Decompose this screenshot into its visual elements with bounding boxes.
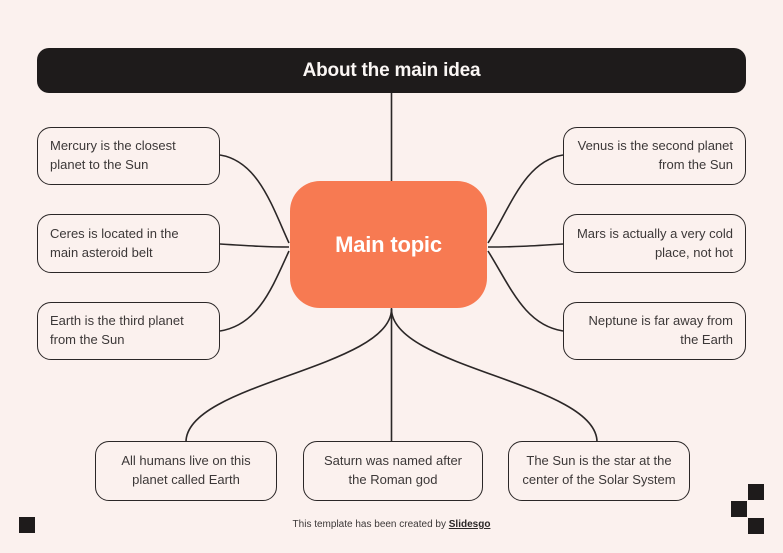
branch-node-neptune: Neptune is far away from the Earth	[563, 302, 746, 360]
main-topic-node: Main topic	[290, 181, 487, 308]
decorative-square-bottom-right-top	[748, 484, 764, 500]
connector-bottom-left	[185, 308, 393, 443]
slide-title: About the main idea	[302, 59, 481, 81]
branch-text: Neptune is far away from the Earth	[588, 313, 733, 347]
connector-left-2	[219, 243, 290, 248]
connector-right-1	[487, 154, 564, 244]
connector-right-3	[487, 250, 564, 332]
branch-node-mars: Mars is actually a very cold place, not …	[563, 214, 746, 273]
footer-credit: This template has been created by Slides…	[0, 519, 783, 530]
branch-text: Saturn was named after the Roman god	[323, 453, 463, 487]
main-topic-label: Main topic	[335, 231, 442, 257]
connector-left-3	[219, 250, 290, 332]
branch-text: Mars is actually a very cold place, not …	[576, 225, 733, 260]
branch-node-humans: All humans live on this planet called Ea…	[95, 441, 277, 501]
branch-text: Earth is the third planet from the Sun	[50, 313, 184, 347]
branch-node-saturn: Saturn was named after the Roman god	[303, 441, 483, 501]
branch-text: Mercury is the closest planet to the Sun	[50, 138, 176, 172]
decorative-square-bottom-left	[19, 517, 35, 533]
branch-node-mercury: Mercury is the closest planet to the Sun	[37, 127, 220, 185]
slide-title-bar: About the main idea	[37, 48, 746, 93]
branch-node-sun: The Sun is the star at the center of the…	[508, 441, 690, 501]
branch-text: Ceres is located in the main asteroid be…	[50, 225, 179, 260]
connector-bottom-right	[390, 308, 598, 443]
footer-credit-text: This template has been created by	[292, 519, 449, 530]
branch-node-ceres: Ceres is located in the main asteroid be…	[37, 214, 220, 273]
slidesgo-link[interactable]: Slidesgo	[448, 519, 491, 530]
branch-text: The Sun is the star at the center of the…	[522, 453, 676, 487]
decorative-square-bottom-right-bottom	[748, 518, 764, 534]
branch-node-earth: Earth is the third planet from the Sun	[37, 302, 220, 360]
branch-text: All humans live on this planet called Ea…	[121, 453, 251, 487]
decorative-square-bottom-right-middle	[731, 501, 747, 517]
branch-node-venus: Venus is the second planet from the Sun	[563, 127, 746, 185]
branch-text: Venus is the second planet from the Sun	[577, 138, 733, 172]
connector-right-2	[487, 243, 564, 248]
connector-left-1	[219, 154, 290, 244]
